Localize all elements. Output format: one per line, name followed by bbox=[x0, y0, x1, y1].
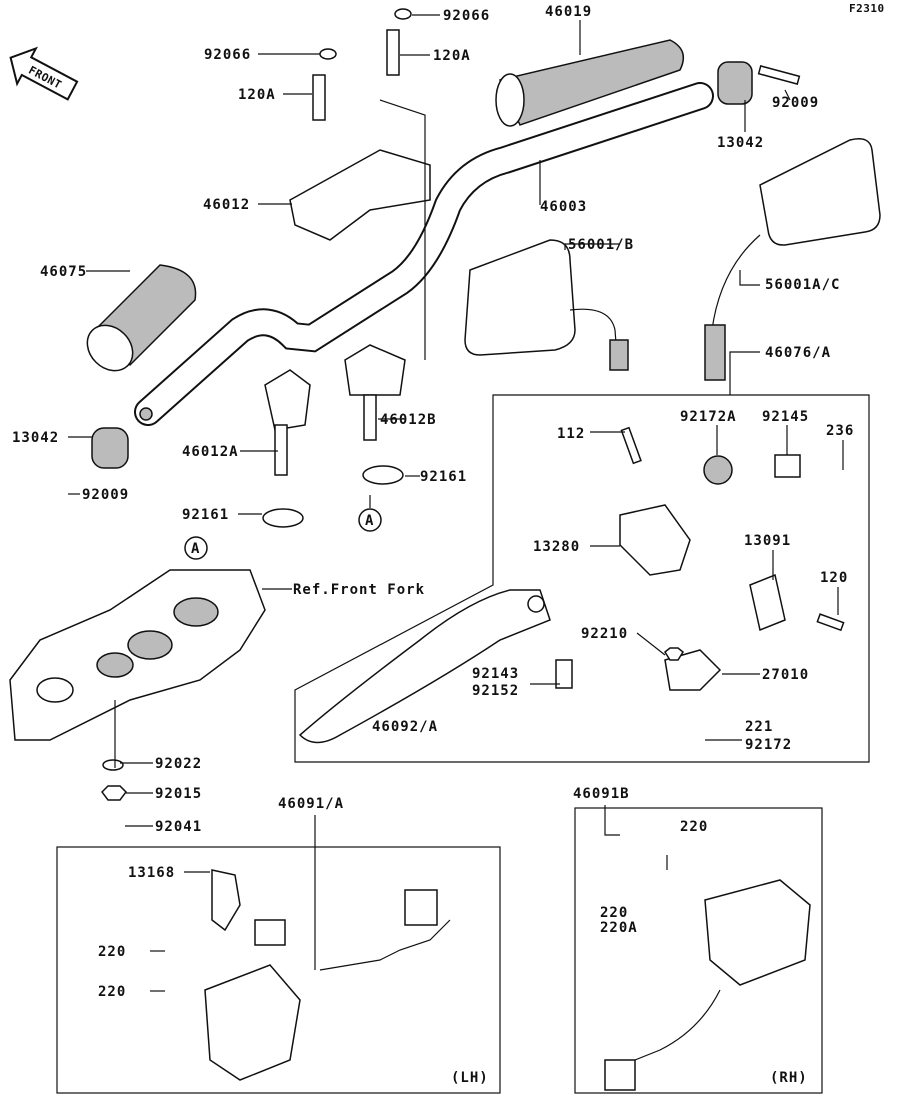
lever-holder bbox=[619, 504, 691, 576]
label-13280: 13280 bbox=[533, 539, 580, 555]
label-220: 220 bbox=[680, 819, 708, 835]
part-labels: 92066 46019 92066 120A 120A 92009 13042 … bbox=[12, 4, 854, 1086]
front-arrow-icon: FRONT bbox=[9, 46, 79, 101]
left-grip bbox=[86, 264, 197, 372]
ref-a-label: A bbox=[191, 541, 200, 557]
label-13042: 13042 bbox=[12, 430, 59, 446]
label-92009: 92009 bbox=[772, 95, 819, 111]
lh-switch-box bbox=[56, 846, 501, 1094]
handlebar bbox=[134, 82, 714, 426]
diagram-code: F2310 bbox=[849, 2, 885, 15]
lever bbox=[298, 589, 551, 744]
label-46076A: 46076/A bbox=[765, 345, 831, 361]
label-120A: 120A bbox=[238, 87, 276, 103]
label-112: 112 bbox=[557, 426, 585, 442]
label-46003: 46003 bbox=[540, 199, 587, 215]
label-220: 220 bbox=[98, 944, 126, 960]
lever-assembly-box bbox=[294, 394, 870, 763]
label-46012B: 46012B bbox=[380, 412, 437, 428]
label-92041: 92041 bbox=[155, 819, 202, 835]
washer bbox=[262, 508, 304, 528]
right-grip bbox=[495, 39, 685, 127]
label-46019: 46019 bbox=[545, 4, 592, 20]
label-92161: 92161 bbox=[182, 507, 229, 523]
label-92152: 92152 bbox=[472, 683, 519, 699]
label-92172: 92172 bbox=[745, 737, 792, 753]
label-92022: 92022 bbox=[155, 756, 202, 772]
handlebar-holder-upper bbox=[289, 149, 431, 241]
washer bbox=[362, 465, 404, 485]
triple-clamp bbox=[9, 569, 266, 741]
ref-a-label: A bbox=[365, 513, 374, 529]
label-120A: 120A bbox=[433, 48, 471, 64]
ref-circle-a bbox=[184, 536, 208, 560]
label-221: 221 bbox=[745, 719, 773, 735]
label-13168: 13168 bbox=[128, 865, 175, 881]
leader-lines bbox=[68, 14, 844, 992]
label-92066: 92066 bbox=[204, 47, 251, 63]
label-27010: 27010 bbox=[762, 667, 809, 683]
label-46091B: 46091B bbox=[573, 786, 630, 802]
holder-lower-b bbox=[344, 344, 406, 396]
label-120: 120 bbox=[820, 570, 848, 586]
label-92066: 92066 bbox=[443, 8, 490, 24]
label-56001AC: 56001A/C bbox=[765, 277, 840, 293]
label-236: 236 bbox=[826, 423, 854, 439]
label-220: 220 bbox=[98, 984, 126, 1000]
label-46012: 46012 bbox=[203, 197, 250, 213]
label-13091: 13091 bbox=[744, 533, 791, 549]
label-92143: 92143 bbox=[472, 666, 519, 682]
rh-switch-housing bbox=[704, 879, 811, 986]
label-13042: 13042 bbox=[717, 135, 764, 151]
rh-switch-box bbox=[574, 807, 823, 1094]
rh-label: (RH) bbox=[770, 1070, 808, 1086]
ref-circle-a bbox=[358, 508, 382, 532]
label-46092A: 46092/A bbox=[372, 719, 438, 735]
mirror-right bbox=[704, 138, 881, 381]
label-92172A: 92172A bbox=[680, 409, 737, 425]
label-46012A: 46012A bbox=[182, 444, 239, 460]
label-92015: 92015 bbox=[155, 786, 202, 802]
label-ref-front-fork: Ref.Front Fork bbox=[293, 582, 425, 598]
label-92145: 92145 bbox=[762, 409, 809, 425]
label-92161: 92161 bbox=[420, 469, 467, 485]
lh-label: (LH) bbox=[451, 1070, 489, 1086]
label-56001B: 56001/B bbox=[568, 237, 634, 253]
label-92210: 92210 bbox=[581, 626, 628, 642]
lh-switch-housing bbox=[204, 964, 301, 1081]
label-46091A: 46091/A bbox=[278, 796, 344, 812]
end-cap-left bbox=[91, 427, 129, 469]
label-46075: 46075 bbox=[40, 264, 87, 280]
label-220: 220 bbox=[600, 905, 628, 921]
label-92009: 92009 bbox=[82, 487, 129, 503]
label-220A: 220A bbox=[600, 920, 638, 936]
end-cap-right bbox=[717, 61, 753, 105]
holder-lower-a bbox=[264, 369, 311, 431]
mirror-left bbox=[464, 239, 629, 371]
